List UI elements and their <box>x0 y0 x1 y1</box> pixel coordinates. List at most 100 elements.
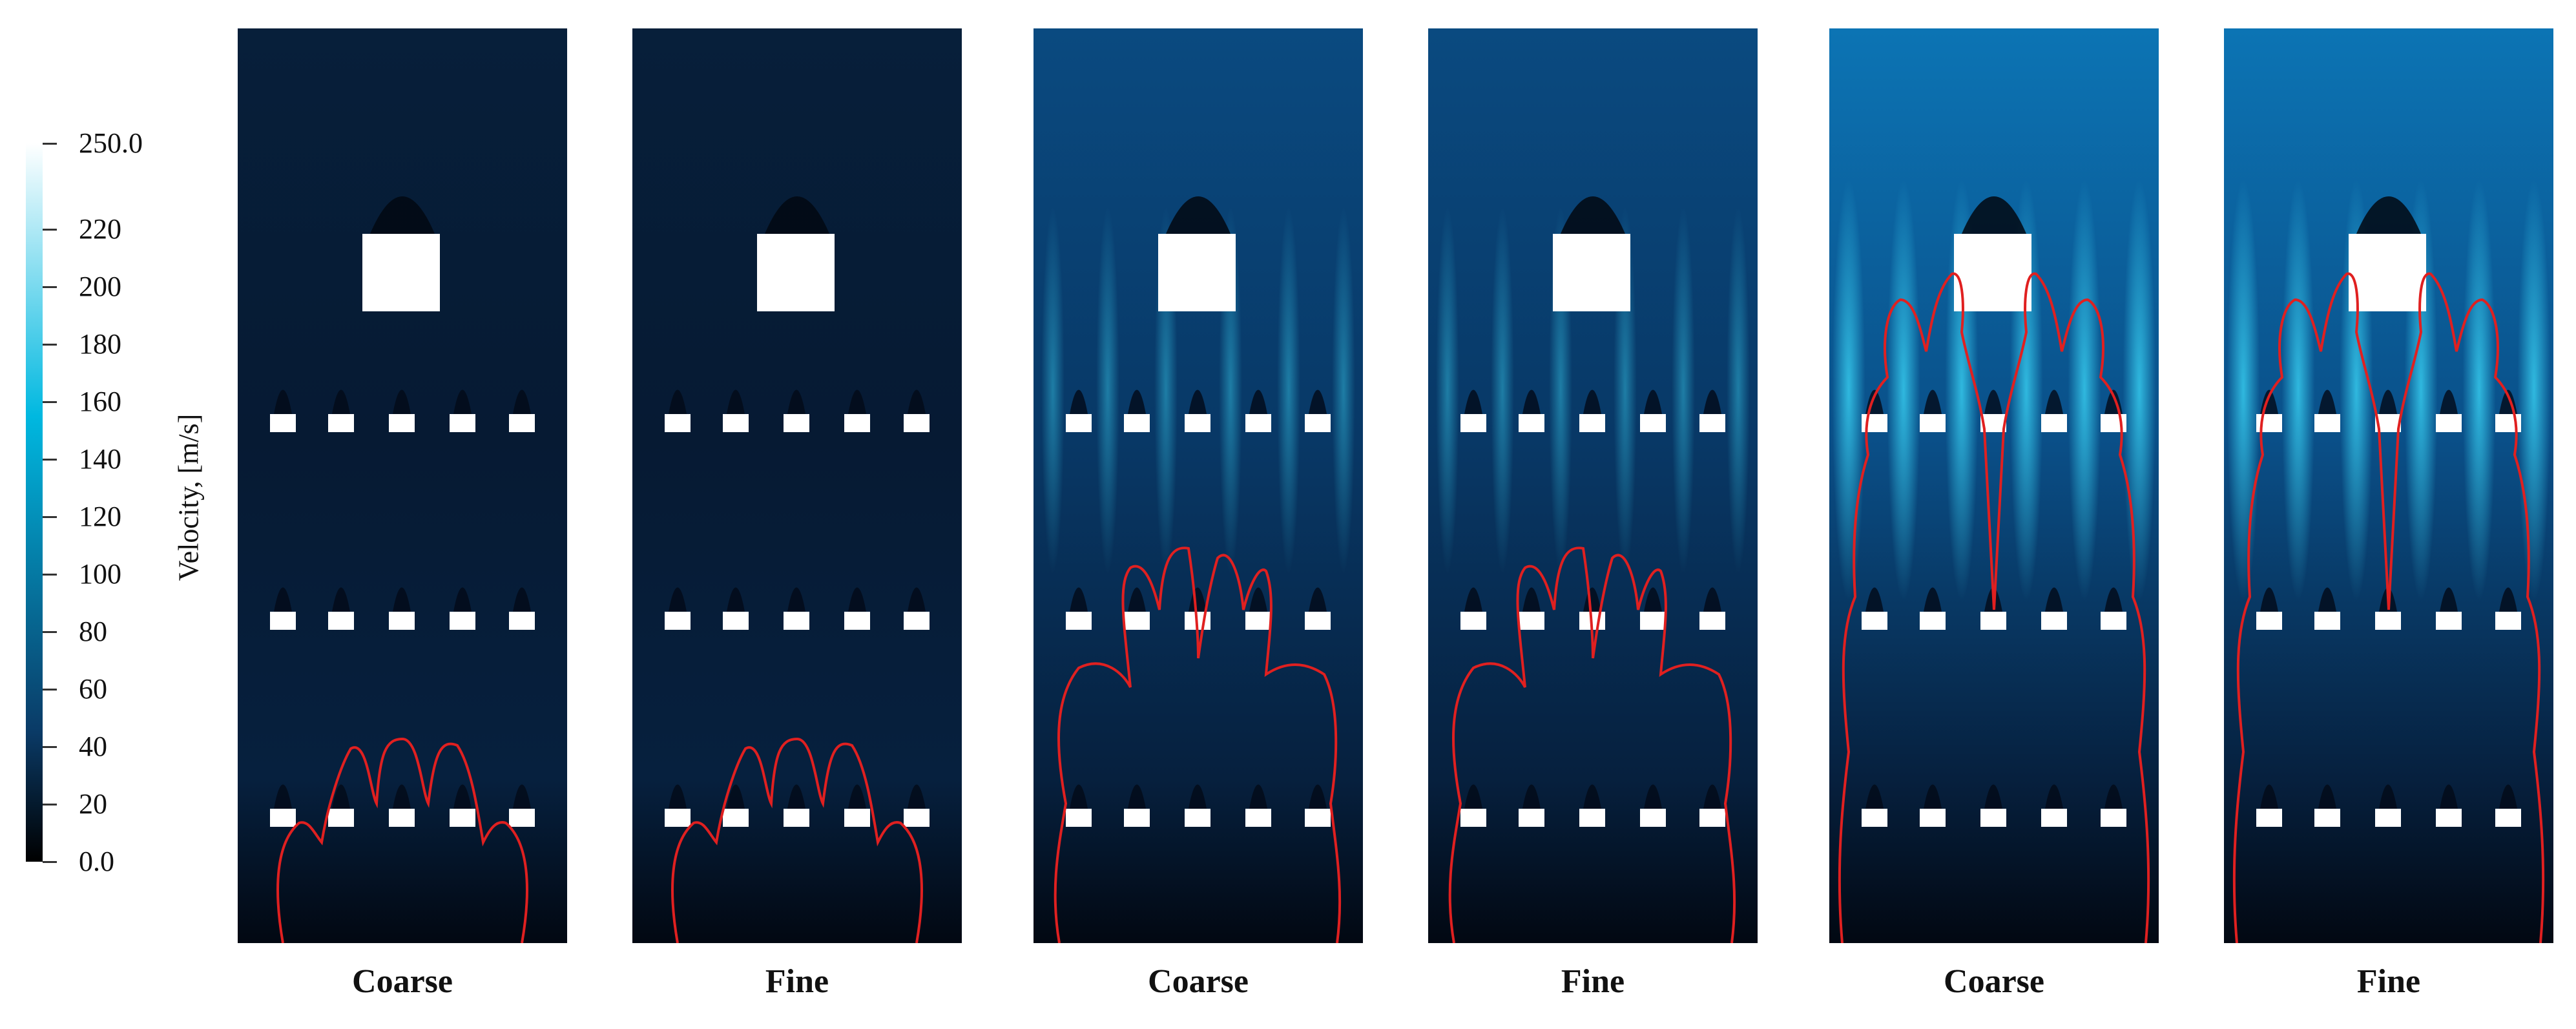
small-obstacle <box>2436 414 2462 432</box>
small-obstacle <box>1066 414 1092 432</box>
square-obstacle <box>2349 234 2426 311</box>
panel-caption: Fine <box>2356 963 2421 1000</box>
small-obstacle <box>2436 612 2462 630</box>
small-obstacle <box>2314 809 2340 827</box>
obstacle-wake <box>848 784 866 809</box>
colorbar-tick <box>43 344 57 346</box>
small-obstacle <box>1579 809 1605 827</box>
wake-region <box>1557 196 1628 242</box>
obstacle-wake <box>2379 390 2397 414</box>
small-obstacle <box>1980 809 2006 827</box>
colorbar-tick-label: 160 <box>79 386 121 418</box>
obstacle-wake <box>2260 784 2278 809</box>
velocity-streak <box>2227 180 2260 601</box>
square-obstacle <box>1158 234 1236 311</box>
small-obstacle <box>2314 414 2340 432</box>
small-obstacle <box>2041 612 2067 630</box>
obstacle-wake <box>1644 390 1662 414</box>
obstacle-wake <box>1644 587 1662 612</box>
velocity-field <box>1034 28 1363 943</box>
obstacle-wake <box>332 390 350 414</box>
obstacle-wake <box>1703 587 1721 612</box>
small-obstacle <box>270 414 296 432</box>
obstacle-wake <box>2440 390 2458 414</box>
obstacle-wake <box>908 390 926 414</box>
small-obstacle <box>1699 612 1725 630</box>
obstacle-wake <box>1644 784 1662 809</box>
small-obstacle <box>1640 809 1666 827</box>
small-obstacle <box>665 612 691 630</box>
wake-region <box>1163 196 1234 242</box>
small-obstacle <box>328 414 354 432</box>
colorbar-tick-label: 200 <box>79 271 121 303</box>
small-obstacle <box>1305 809 1331 827</box>
obstacle-wake <box>1189 390 1207 414</box>
obstacle-wake <box>1070 587 1088 612</box>
colorbar-tick-label: 80 <box>79 616 107 648</box>
small-obstacle <box>844 809 870 827</box>
obstacle-wake <box>1865 587 1884 612</box>
obstacle-wake <box>727 587 745 612</box>
obstacle-wake <box>274 784 292 809</box>
obstacle-wake <box>393 784 411 809</box>
small-obstacle <box>1699 414 1725 432</box>
panel-caption: Fine <box>1561 963 1625 1000</box>
velocity-streak <box>1096 207 1119 574</box>
obstacle-wake <box>453 390 472 414</box>
simulation-panel <box>1428 28 1758 943</box>
small-obstacle <box>723 809 749 827</box>
small-obstacle <box>450 414 475 432</box>
small-obstacle <box>723 612 749 630</box>
small-obstacle <box>784 612 809 630</box>
small-obstacle <box>1980 612 2006 630</box>
obstacle-wake <box>2318 587 2336 612</box>
obstacle-wake <box>2440 587 2458 612</box>
obstacle-wake <box>2499 784 2517 809</box>
colorbar-tick-label: 40 <box>79 731 107 763</box>
small-obstacle <box>2041 809 2067 827</box>
small-obstacle <box>2314 612 2340 630</box>
small-obstacle <box>1460 414 1486 432</box>
small-obstacle <box>1862 612 1887 630</box>
obstacle-wake <box>2045 784 2063 809</box>
panel-caption: Coarse <box>352 963 453 1000</box>
obstacle-wake <box>453 784 472 809</box>
obstacle-wake <box>1703 390 1721 414</box>
wake-region <box>2353 196 2424 242</box>
obstacle-wake <box>1924 784 1942 809</box>
small-obstacle <box>1460 809 1486 827</box>
small-obstacle <box>2256 809 2282 827</box>
square-obstacle <box>362 234 440 311</box>
colorbar-title: Velocity, [m/s] <box>172 413 205 581</box>
small-obstacle <box>1920 414 1946 432</box>
small-obstacle <box>450 612 475 630</box>
obstacle-wake <box>1309 587 1327 612</box>
small-obstacle <box>2375 612 2401 630</box>
colorbar-tick-label: 20 <box>79 788 107 820</box>
wake-region <box>1958 196 2030 242</box>
obstacle-wake <box>1128 390 1146 414</box>
obstacle-wake <box>513 390 531 414</box>
small-obstacle <box>509 809 535 827</box>
obstacle-wake <box>1984 784 2002 809</box>
small-obstacle <box>1920 809 1946 827</box>
obstacle-wake <box>1070 390 1088 414</box>
colorbar-tick-label: 140 <box>79 443 121 475</box>
small-obstacle <box>723 414 749 432</box>
small-obstacle <box>328 612 354 630</box>
colorbar-tick <box>43 229 57 231</box>
flame-front-contour <box>1448 546 1736 943</box>
obstacle-wake <box>2318 390 2336 414</box>
small-obstacle <box>1245 809 1271 827</box>
square-obstacle <box>1553 234 1630 311</box>
small-obstacle <box>1305 414 1331 432</box>
small-obstacle <box>784 414 809 432</box>
small-obstacle <box>509 414 535 432</box>
small-obstacle <box>1862 809 1887 827</box>
flame-front-contour <box>2232 272 2545 943</box>
obstacle-wake <box>1128 784 1146 809</box>
small-obstacle <box>844 414 870 432</box>
obstacle-wake <box>2499 587 2517 612</box>
colorbar-tick-label: 100 <box>79 558 121 590</box>
